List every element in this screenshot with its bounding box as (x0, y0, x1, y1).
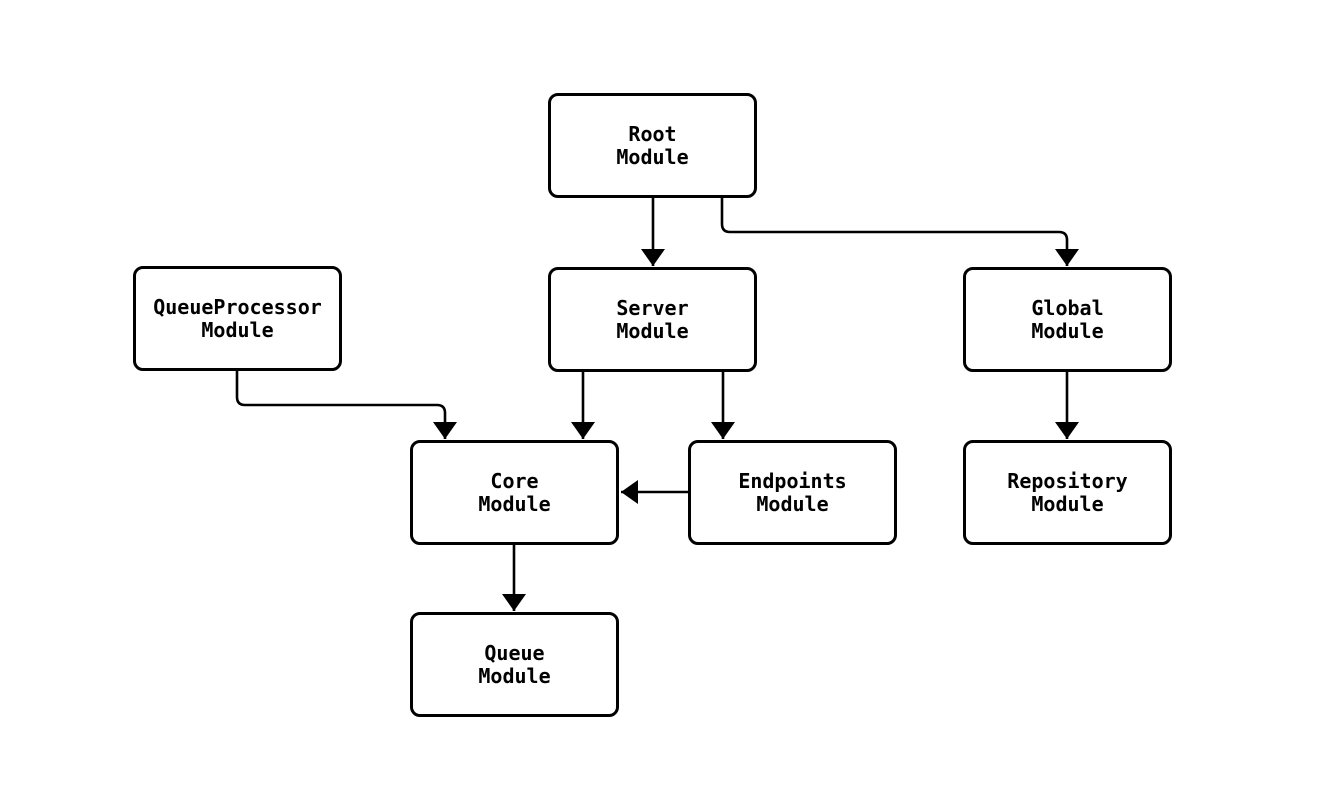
edge-root-to-global (720, 198, 1079, 266)
node-endpoints-module: Endpoints Module (688, 440, 897, 545)
edge-queueprocessor-to-core (235, 371, 457, 439)
node-server-module: Server Module (548, 267, 757, 372)
node-global-module: Global Module (963, 267, 1172, 372)
node-core-module: Core Module (410, 440, 619, 545)
node-queueprocessor-module: QueueProcessor Module (133, 266, 342, 371)
node-queue-module: Queue Module (410, 612, 619, 717)
node-repository-module: Repository Module (963, 440, 1172, 545)
node-root-module: Root Module (548, 93, 757, 198)
